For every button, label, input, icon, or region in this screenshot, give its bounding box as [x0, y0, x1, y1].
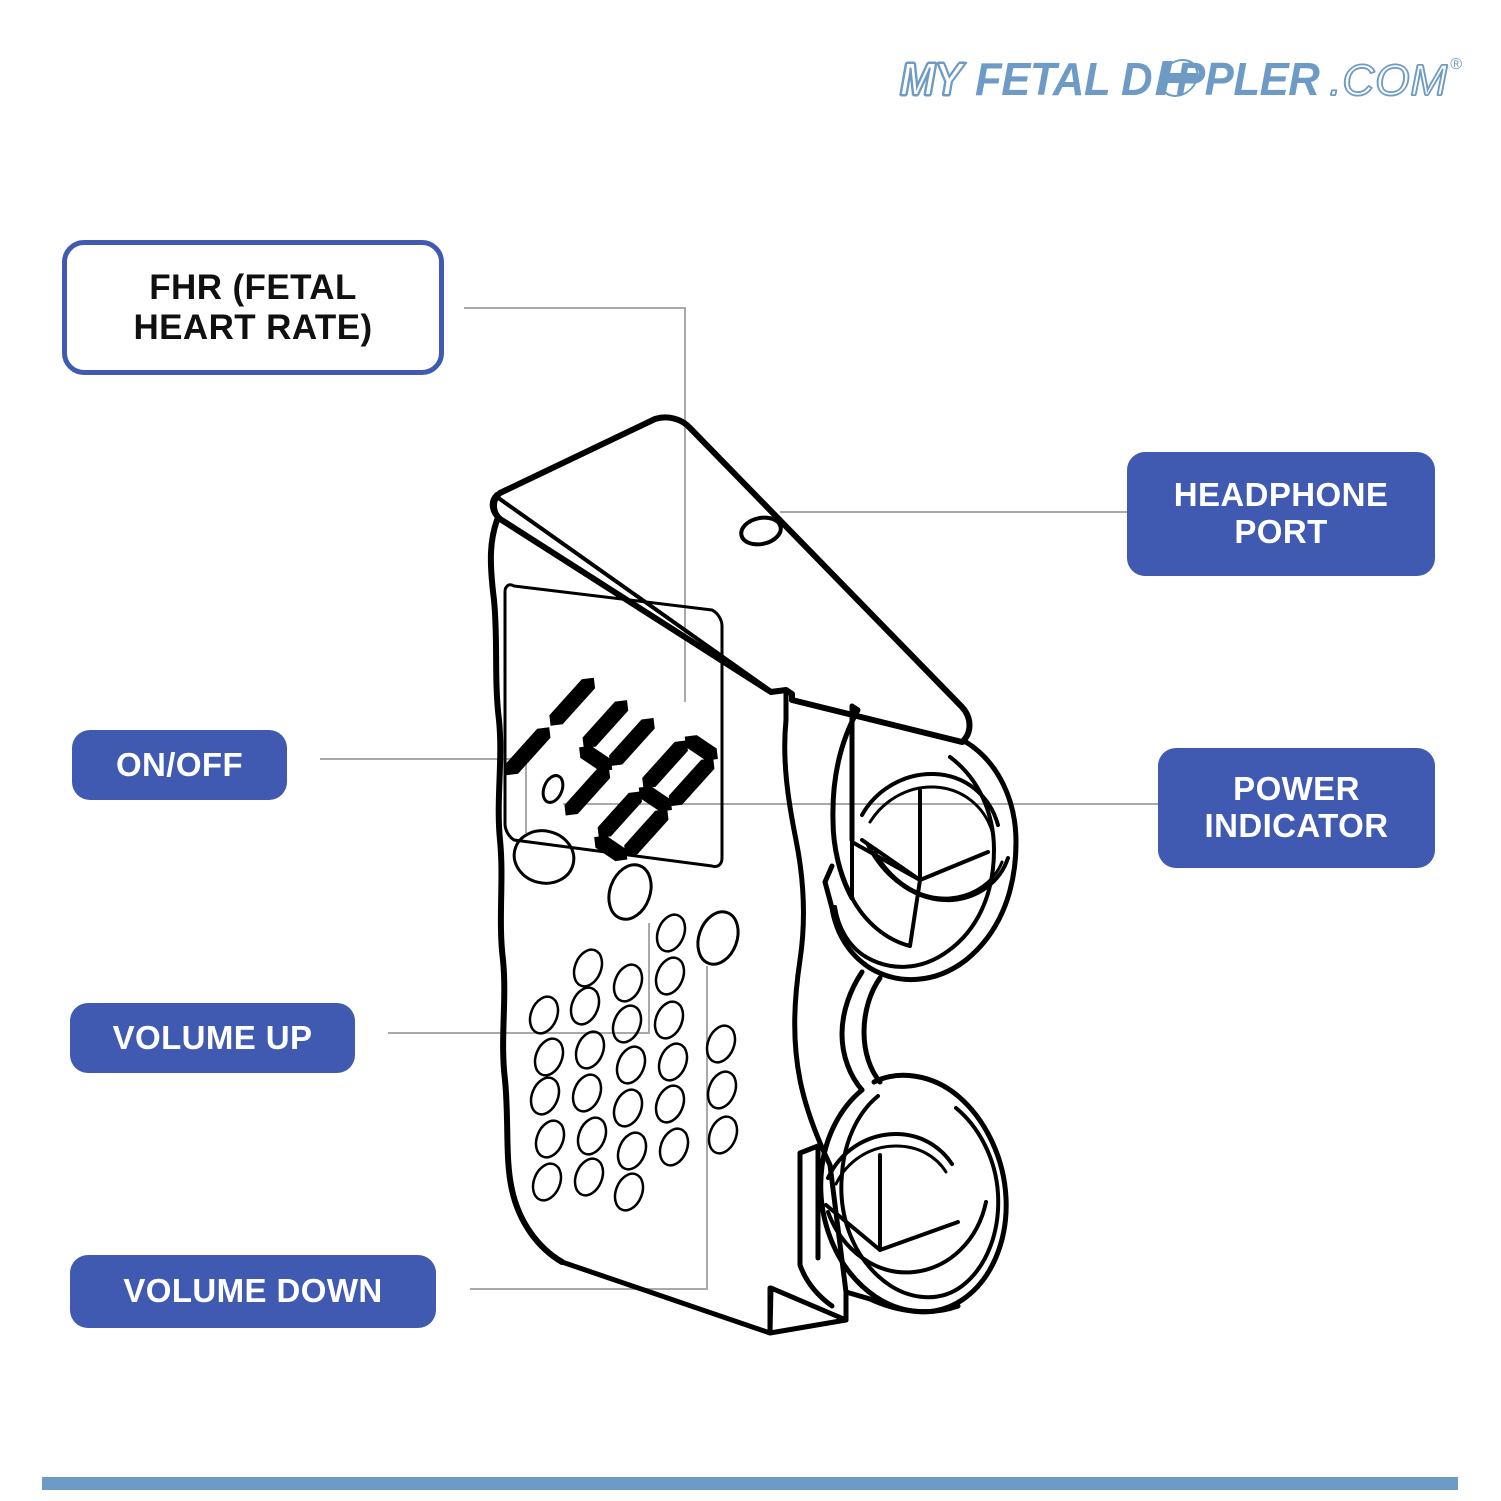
probe-cup-upper-rim [860, 771, 1000, 827]
callout-fhr-fetal-heart-rate[interactable]: FHR (FETAL HEART RATE) [62, 240, 444, 375]
leader-line-power-indicator [563, 803, 1160, 805]
callout-on-off[interactable]: ON/OFF [72, 730, 287, 800]
probe-holder-upper-outer [822, 739, 1019, 983]
callout-fhr-line2: HEART RATE) [133, 307, 373, 347]
bottom-accent-bar [42, 1477, 1458, 1490]
probe-cup-lower-rim-inner [834, 1144, 948, 1186]
probe-holder-lower-outer [818, 1072, 1009, 1315]
leader-line-headphone [780, 511, 1128, 513]
logo-com-text: .COM [1329, 55, 1449, 106]
lcd-digit-8 [594, 735, 718, 862]
probe-holder-lower-left-wall [797, 1143, 835, 1309]
registered-trademark-icon: ® [1450, 56, 1462, 73]
lcd-digit-1 [504, 677, 596, 776]
volume-up-button [607, 863, 653, 921]
leader-line-onoff-vertical [525, 758, 527, 833]
device-front-right-boundary [782, 687, 849, 1295]
callout-volume-up-text: VOLUME UP [112, 1018, 313, 1056]
callout-fhr-text: FHR (FETAL HEART RATE) [133, 268, 372, 346]
leader-line-voldown-vertical [706, 966, 708, 1289]
probe-holder-upper-left-wall [830, 703, 861, 901]
probe-cup-lower-rim [826, 1132, 954, 1180]
logo-my-text: MY [899, 52, 963, 106]
lcd-digits [504, 677, 718, 862]
leader-line-onoff-horizontal [320, 758, 527, 760]
lcd-digit-4 [564, 700, 655, 816]
speaker-grille [528, 913, 739, 1212]
probe-holder-lower-inner [839, 1094, 1001, 1300]
device-front-top-boundary [495, 495, 788, 693]
callout-power-indicator[interactable]: POWER INDICATOR [1158, 748, 1435, 868]
power-indicator-led [541, 774, 565, 804]
probe-holder-upper-inner [833, 755, 996, 969]
device-top-face [491, 414, 973, 745]
callout-volume-down-text: VOLUME DOWN [123, 1272, 383, 1310]
logo-fetal-d-text: FETAL D [975, 53, 1153, 105]
probe-cup-upper-bottom [866, 843, 1010, 903]
medical-cross-icon [1156, 59, 1203, 97]
callout-power-text: POWER INDICATOR [1204, 770, 1389, 845]
leader-line-fhr-vertical [684, 307, 686, 702]
device-front-left-edge [487, 492, 565, 1265]
lcd-display-window [503, 583, 724, 868]
callout-fhr-line1: FHR (FETAL [149, 268, 357, 308]
callout-onoff-text: ON/OFF [115, 745, 244, 783]
callout-power-line2: INDICATOR [1204, 807, 1389, 844]
headphone-port-hole [739, 515, 783, 547]
leader-line-volup-vertical [648, 923, 650, 1033]
probe-holder-upper-front-face [850, 840, 922, 948]
callout-volume-up[interactable]: VOLUME UP [70, 1003, 355, 1073]
device-front-bottom-boundary [559, 1259, 873, 1336]
callout-headphone-port[interactable]: HEADPHONE PORT [1127, 452, 1435, 576]
callout-power-line1: POWER [1233, 770, 1360, 808]
probe-cup-upper-rim-inner [868, 785, 994, 833]
callout-headphone-line1: HEADPHONE [1173, 476, 1389, 514]
probe-cup-lower-bottom [826, 1200, 988, 1275]
leader-line-voldown-horizontal [470, 1288, 708, 1290]
callout-headphone-line2: PORT [1234, 513, 1328, 550]
leader-line-fhr-horizontal [464, 307, 686, 309]
volume-down-button [696, 910, 740, 966]
probe-holder-neck [839, 969, 883, 1093]
callout-headphone-text: HEADPHONE PORT [1173, 476, 1389, 551]
power-button [512, 829, 576, 885]
callout-volume-down[interactable]: VOLUME DOWN [70, 1255, 436, 1328]
probe-cup-upper-bottom-inner [873, 850, 1004, 900]
probe-cup-lower-facets [824, 1153, 960, 1252]
leader-line-volup-horizontal [388, 1032, 650, 1034]
logo-ppler-text: PPLER [1176, 53, 1320, 105]
device-bottom-tab [767, 1285, 961, 1336]
